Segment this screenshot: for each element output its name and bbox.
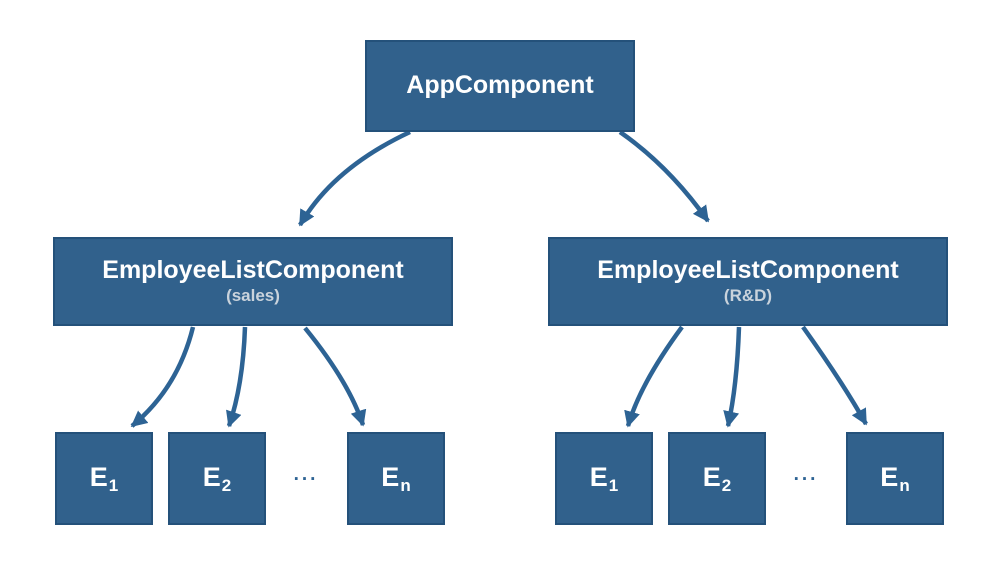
leaf-label: En: [381, 461, 411, 495]
leaf-base: E: [202, 461, 221, 492]
employee-list-sales-sublabel: (sales): [226, 286, 280, 306]
leaf-node-rd-en: En: [846, 432, 944, 525]
leaf-base: E: [702, 461, 721, 492]
arrow-sales-to-en: [303, 326, 367, 427]
arrow-sales-to-e2: [226, 326, 248, 428]
leaf-subscript: 2: [721, 475, 732, 495]
leaf-label: En: [880, 461, 910, 495]
leaf-node-sales-en: En: [347, 432, 445, 525]
employee-list-rd-node: EmployeeListComponent (R&D): [548, 237, 948, 326]
leaf-subscript: n: [899, 475, 910, 495]
arrow-app-to-sales-list: [298, 129, 411, 227]
ellipsis-sales: ...: [293, 464, 319, 485]
leaf-label: E1: [89, 461, 119, 495]
leaf-subscript: n: [400, 475, 411, 495]
employee-list-sales-label: EmployeeListComponent: [102, 255, 404, 284]
ellipsis-rd: ...: [793, 464, 819, 485]
leaf-base: E: [381, 461, 400, 492]
leaf-label: E1: [589, 461, 619, 495]
leaf-label: E2: [202, 461, 232, 495]
leaf-base: E: [880, 461, 899, 492]
app-component-node: AppComponent: [365, 40, 635, 132]
employee-list-sales-node: EmployeeListComponent (sales): [53, 237, 453, 326]
leaf-node-rd-e1: E1: [555, 432, 653, 525]
arrow-rd-to-e1: [624, 325, 684, 428]
arrow-rd-to-e2: [723, 326, 742, 428]
leaf-base: E: [589, 461, 608, 492]
leaf-subscript: 2: [221, 475, 232, 495]
leaf-base: E: [89, 461, 108, 492]
employee-list-rd-label: EmployeeListComponent: [597, 255, 899, 284]
arrow-app-to-rd-list: [618, 130, 710, 223]
arrow-sales-to-e1: [130, 326, 196, 428]
arrow-rd-to-en: [801, 325, 868, 426]
app-component-label: AppComponent: [406, 71, 594, 100]
leaf-subscript: 1: [608, 475, 619, 495]
leaf-subscript: 1: [108, 475, 119, 495]
leaf-node-rd-e2: E2: [668, 432, 766, 525]
leaf-label: E2: [702, 461, 732, 495]
employee-list-rd-sublabel: (R&D): [723, 286, 773, 306]
leaf-node-sales-e1: E1: [55, 432, 153, 525]
leaf-node-sales-e2: E2: [168, 432, 266, 525]
